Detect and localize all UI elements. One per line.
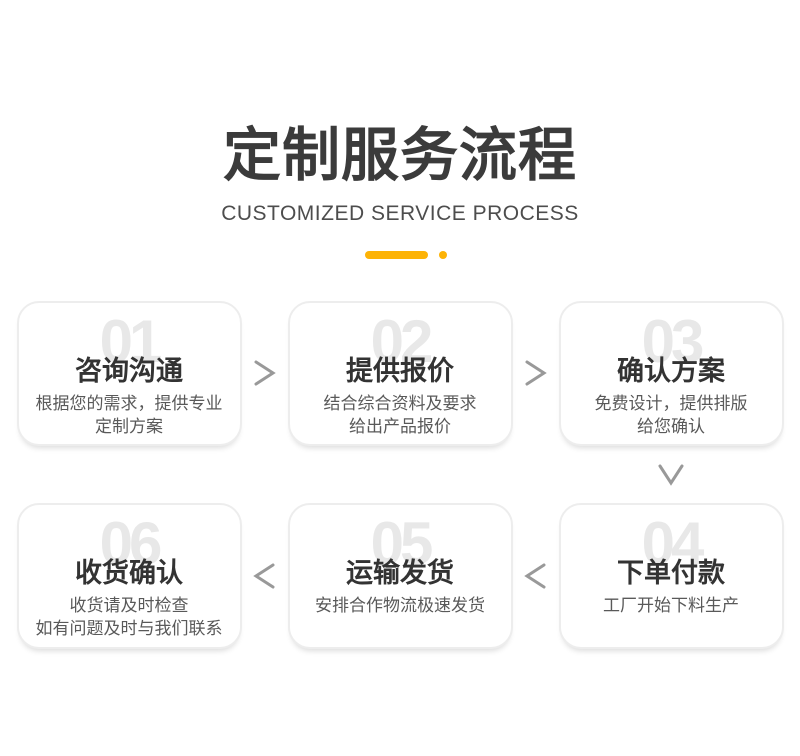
step-description: 结合综合资料及要求 给出产品报价 — [323, 394, 477, 437]
step-card-5: 05 运输发货 安排合作物流极速发货 — [287, 502, 513, 649]
step-number: 06 — [99, 509, 163, 577]
step-card-6: 06 收货确认 收货请及时检查 如有问题及时与我们联系 — [16, 502, 242, 649]
step-number: 02 — [370, 307, 434, 375]
chevron-down-icon — [559, 446, 784, 503]
header: 定制服务流程 CUSTOMIZED SERVICE PROCESS — [0, 0, 800, 259]
step-number: 03 — [641, 307, 705, 375]
step-description: 收货请及时检查 如有问题及时与我们联系 — [35, 596, 223, 639]
step-number: 05 — [370, 509, 434, 577]
chevron-right-icon — [242, 301, 288, 446]
step-title: 下单付款 — [617, 557, 725, 588]
step-card-2: 02 提供报价 结合综合资料及要求 给出产品报价 — [287, 300, 513, 446]
step-description: 工厂开始下料生产 — [603, 596, 739, 616]
page-title: 定制服务流程 — [222, 123, 577, 188]
chevron-right-icon — [513, 301, 559, 446]
divider-dot-icon — [439, 250, 447, 259]
step-card-3: 03 确认方案 免费设计，提供排版 给您确认 — [558, 300, 784, 446]
step-number: 01 — [99, 307, 163, 375]
chevron-left-icon — [513, 503, 559, 649]
step-title: 收货确认 — [75, 557, 183, 588]
title-divider — [6, 250, 800, 259]
step-title: 咨询沟通 — [75, 355, 183, 386]
step-title: 提供报价 — [346, 355, 454, 386]
page-subtitle: CUSTOMIZED SERVICE PROCESS — [221, 201, 579, 225]
step-description: 安排合作物流极速发货 — [315, 596, 485, 616]
step-number: 04 — [641, 509, 705, 577]
step-description: 根据您的需求，提供专业 定制方案 — [35, 394, 223, 437]
step-title: 运输发货 — [346, 557, 454, 588]
step-description: 免费设计，提供排版 给您确认 — [594, 394, 748, 437]
step-title: 确认方案 — [617, 355, 725, 386]
step-card-4: 04 下单付款 工厂开始下料生产 — [558, 502, 784, 649]
chevron-left-icon — [242, 503, 288, 649]
process-flow: 01 咨询沟通 根据您的需求，提供专业 定制方案 02 提供报价 结合综合资料及… — [16, 300, 784, 649]
step-card-1: 01 咨询沟通 根据您的需求，提供专业 定制方案 — [16, 300, 242, 446]
divider-bar-icon — [365, 250, 428, 259]
